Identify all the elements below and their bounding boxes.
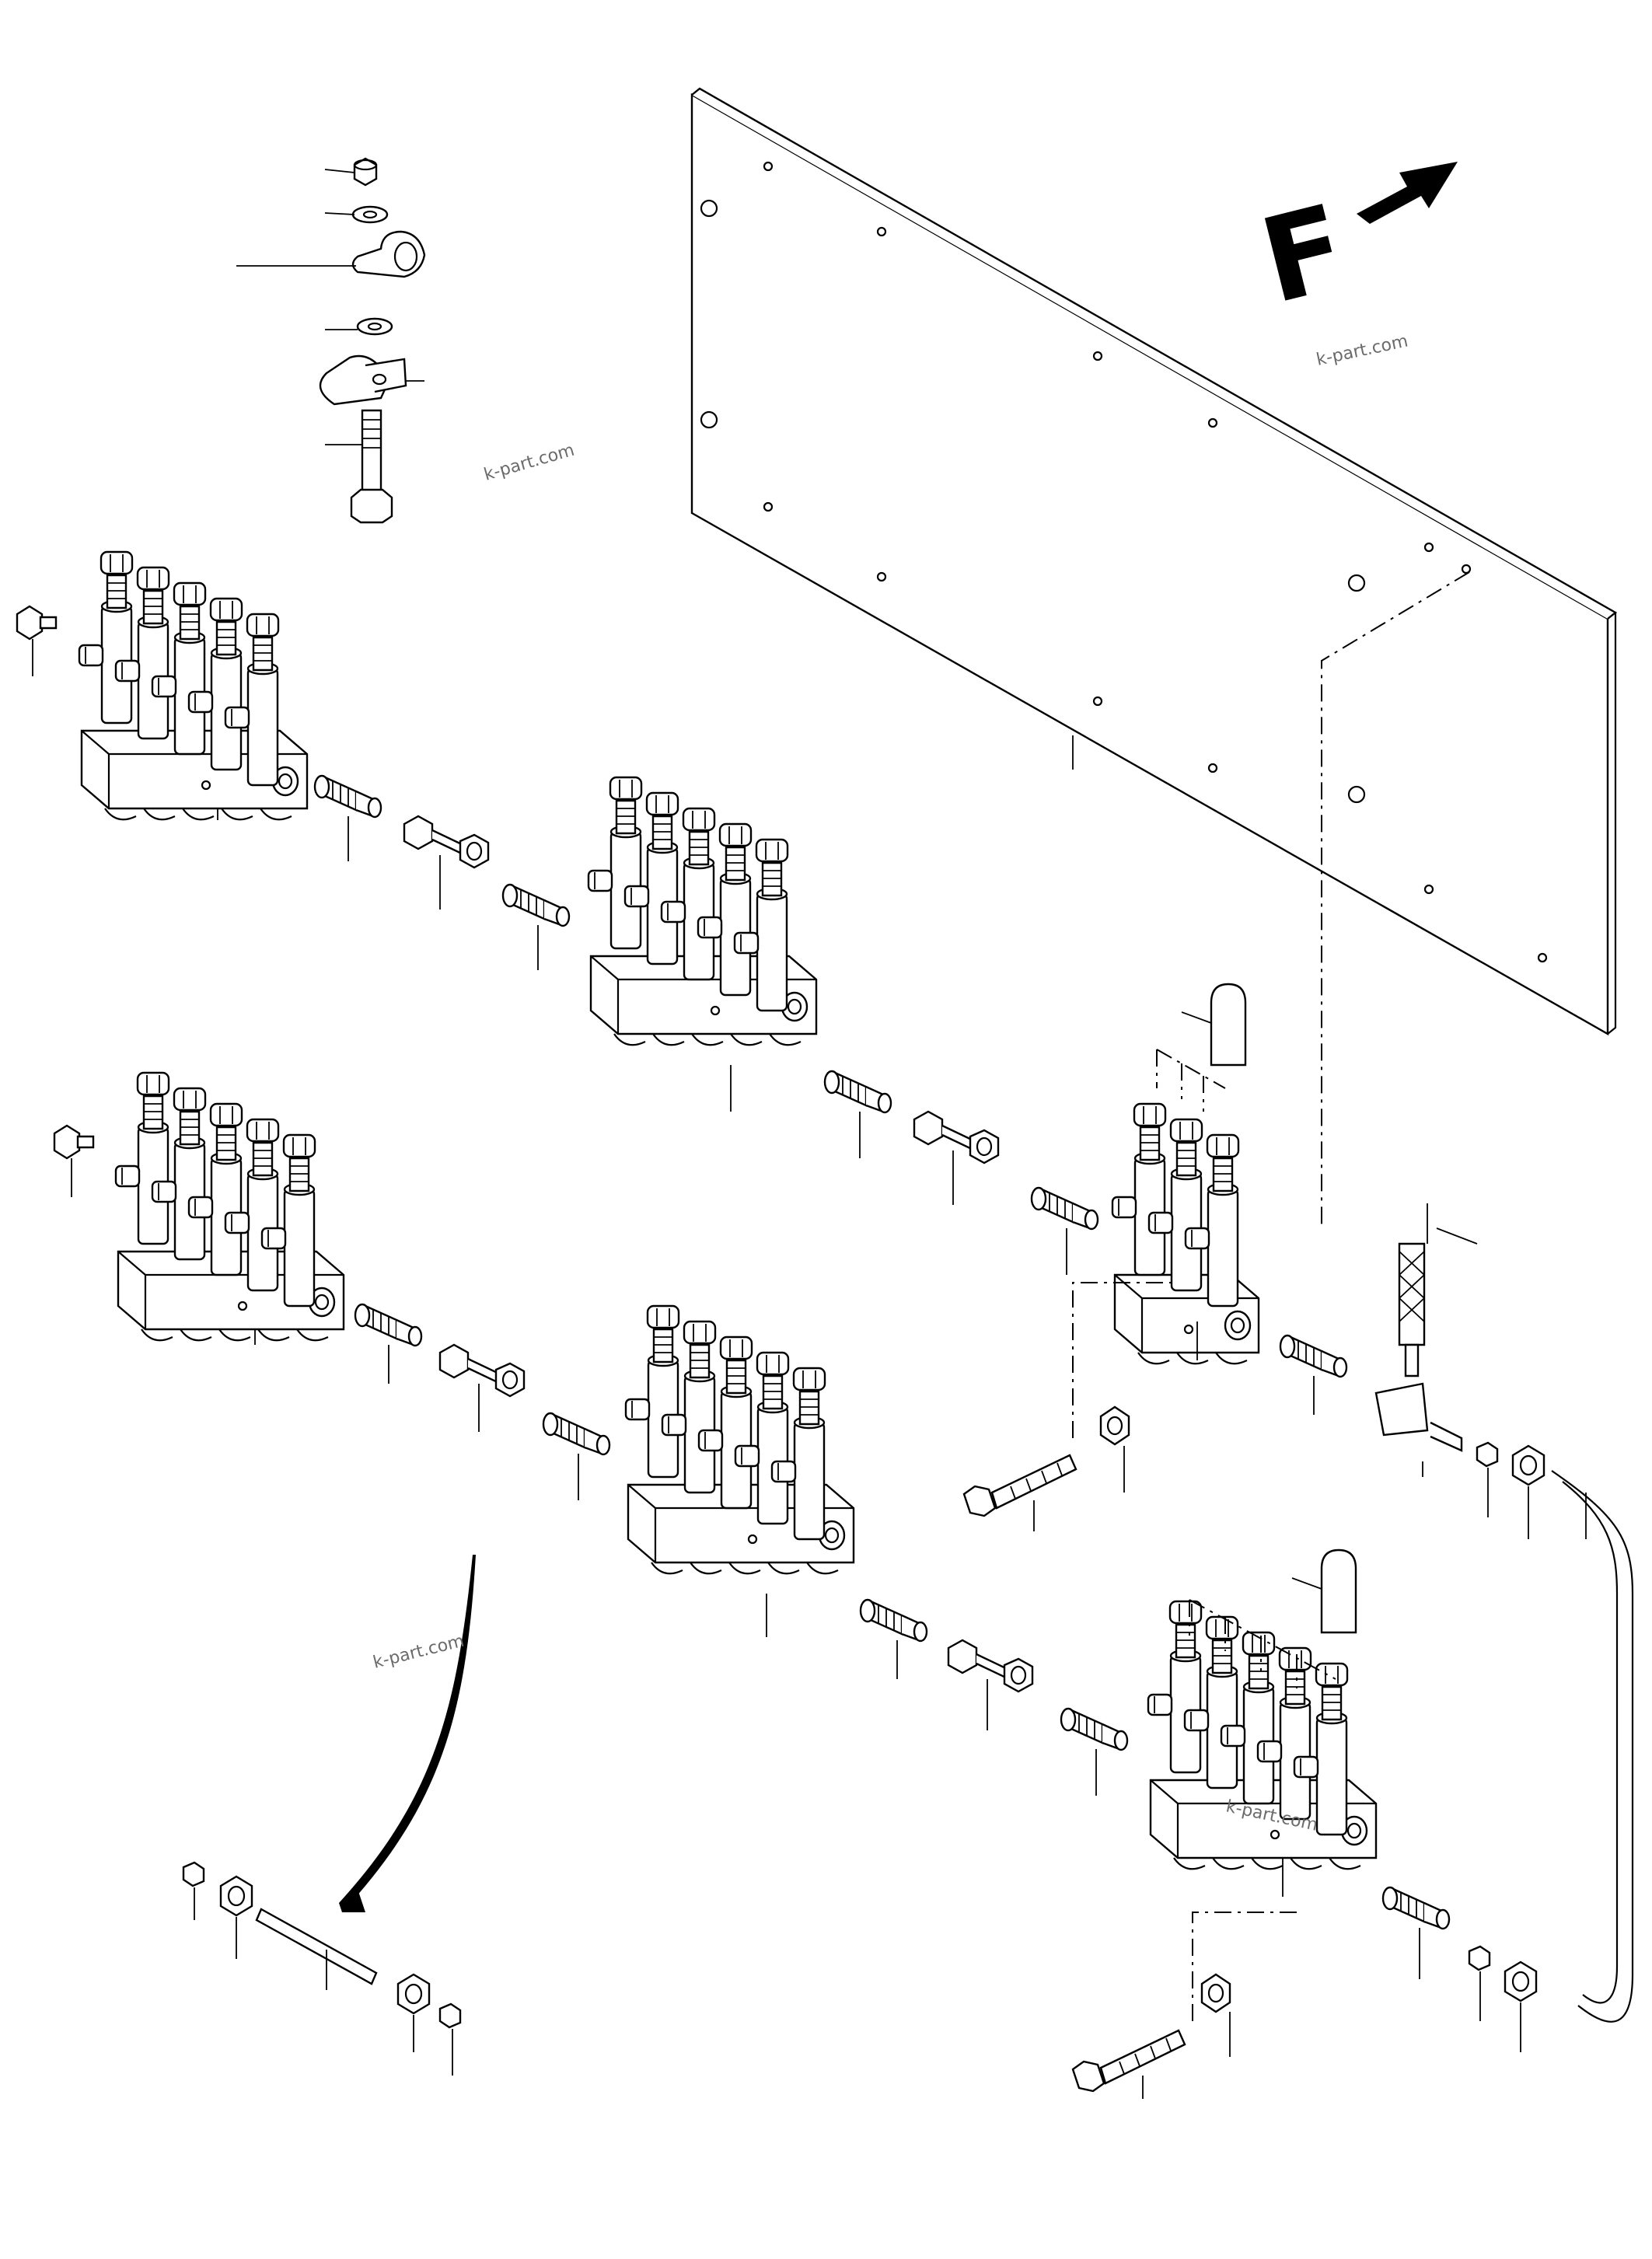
plug-bolt: [16, 605, 58, 641]
connector: [313, 774, 382, 819]
watermark: k-part.com: [1315, 332, 1409, 370]
nut-and-pipe: [913, 1110, 1000, 1164]
distributor-block-5: [116, 1073, 344, 1340]
plug-bolt: [53, 1124, 95, 1160]
clamp-assembly: [236, 159, 424, 522]
protective-cap: [1211, 984, 1245, 1065]
connector: [1279, 1334, 1348, 1378]
distributor-block-5: [1148, 1601, 1376, 1869]
mounting-plate: [692, 89, 1615, 1034]
plate-to-block-leader: [1322, 572, 1469, 1228]
forward-arrow-icon: [1357, 162, 1458, 224]
connector: [859, 1598, 928, 1643]
direction-marker: F: [1249, 162, 1458, 330]
connector: [1030, 1186, 1099, 1231]
watermark: k-part.com: [482, 441, 577, 485]
connector: [1381, 1886, 1451, 1930]
detail-callout: [183, 1555, 476, 2076]
connector: [823, 1070, 892, 1114]
distributor-block-3: [1112, 1104, 1259, 1363]
distributor-block-5: [589, 777, 816, 1045]
distributor-block-5: [626, 1306, 854, 1573]
lower-row: [53, 1073, 1451, 1979]
nut-and-pipe: [947, 1639, 1034, 1693]
nut-and-pipe: [403, 815, 490, 869]
nut-and-pipe: [438, 1343, 526, 1398]
watermark: k-part.com: [371, 1632, 466, 1673]
mounting-bolts: [964, 1283, 1298, 2099]
connector: [354, 1303, 423, 1347]
supply-hose-and-tee: [1376, 1203, 1633, 2052]
connector: [542, 1412, 611, 1456]
direction-label: F: [1249, 180, 1360, 330]
connector: [1060, 1707, 1129, 1751]
distributor-block-5: [79, 552, 307, 819]
upper-row: [16, 552, 1348, 1415]
protective-cap: [1322, 1550, 1356, 1632]
connector: [501, 883, 571, 927]
